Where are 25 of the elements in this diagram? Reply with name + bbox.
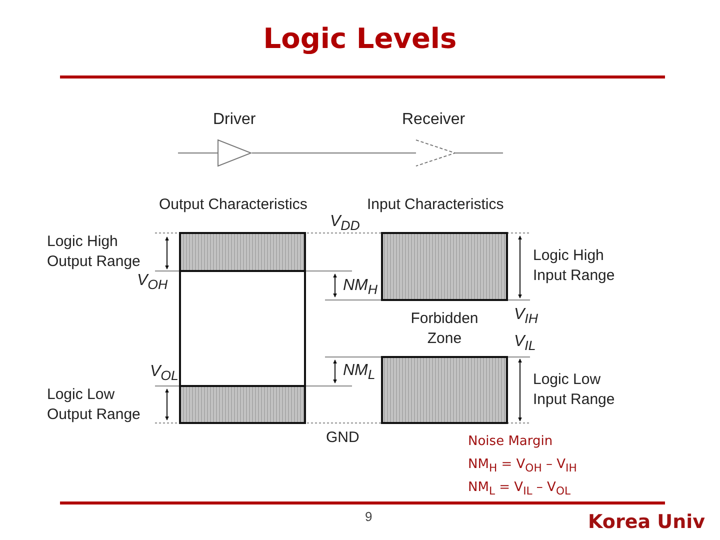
ground-label: GND [326, 428, 360, 448]
receiver-buffer [400, 110, 503, 168]
range-label: Logic Low Output Range [47, 385, 142, 425]
formula: NM$_{H}$ = V$_{OH}$ – V$_{IH}$ [468, 456, 577, 477]
heading: Input Characteristics [367, 195, 504, 215]
note-heading: Noise Margin [468, 433, 553, 451]
component-label: Driver [213, 110, 256, 130]
voltage-label: V$_{OH}$ [137, 271, 168, 294]
voltage-label: V$_{DD}$ [330, 212, 360, 236]
zone-label: Forbidden Zone [410, 308, 480, 348]
footer-text: Korea Univ [588, 510, 705, 535]
margin-label: NM$_{H}$ [343, 276, 378, 300]
title: Logic Levels [262, 22, 458, 55]
signal-wire [252, 152, 400, 154]
range-label: Logic High Output Range [47, 232, 142, 272]
range-label: Logic Low Input Range [533, 370, 616, 410]
heading: Output Characteristics [159, 195, 308, 215]
voltage-label: V$_{IL}$ [514, 332, 536, 356]
page-number: 9 [365, 508, 372, 526]
margin-label: NM$_{L}$ [343, 361, 376, 384]
formula: NM$_{L}$ = V$_{IL}$ – V$_{OL}$ [468, 479, 571, 500]
range-label: Logic High Input Range [533, 246, 616, 286]
component-label: Receiver [402, 110, 466, 130]
voltage-label: V$_{IH}$ [514, 305, 538, 328]
voltage-label: V$_{OL}$ [150, 362, 178, 386]
